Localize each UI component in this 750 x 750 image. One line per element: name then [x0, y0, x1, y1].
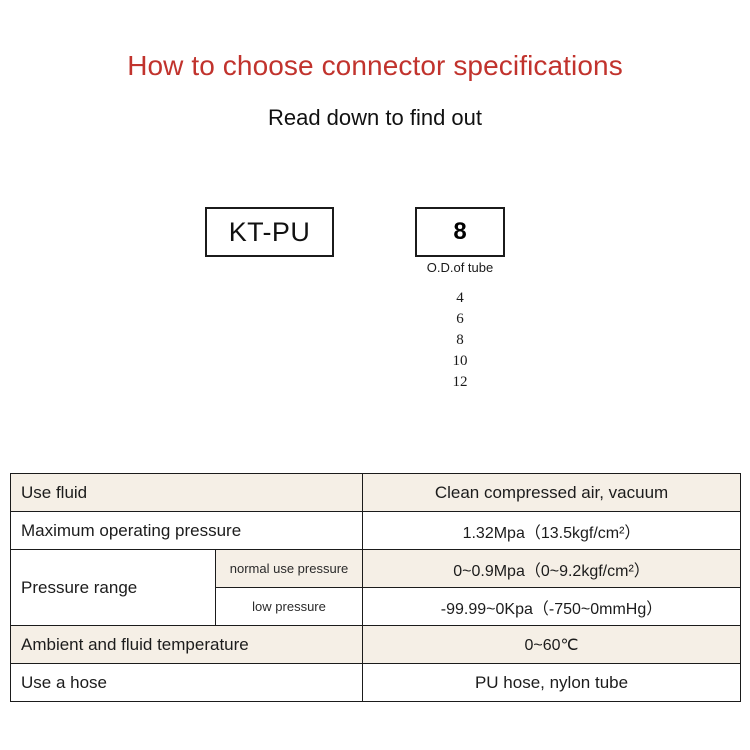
spec-label: Use a hose: [9, 663, 364, 702]
spec-value: Clean compressed air, vacuum: [362, 473, 742, 512]
table-row: Maximum operating pressure 1.32Mpa（13.5k…: [9, 511, 742, 550]
spec-sublabel: low pressure: [214, 587, 364, 626]
spec-label: Pressure range: [10, 549, 216, 626]
spec-value: 0~60℃: [362, 625, 742, 664]
table-row: low pressure -99.99~0Kpa（-750~0mmHg）: [11, 587, 742, 626]
table-row: Pressure range normal use pressure 0~0.9…: [10, 549, 742, 626]
spec-label: Maximum operating pressure: [9, 511, 364, 550]
table-row: Use fluid Clean compressed air, vacuum: [9, 473, 742, 512]
series-code-box: KT-PU: [205, 207, 334, 257]
spec-label: Use fluid: [9, 473, 364, 512]
spec-sublabel: normal use pressure: [214, 549, 364, 588]
table-row: Use a hose PU hose, nylon tube: [9, 663, 742, 702]
list-item: 8: [456, 332, 464, 348]
table-row: Ambient and fluid temperature 0~60℃: [9, 625, 742, 664]
page-title: How to choose connector specifications: [127, 50, 623, 81]
list-item: 4: [456, 290, 464, 306]
specification-table: Use fluid Clean compressed air, vacuum M…: [9, 473, 742, 702]
spec-label: Ambient and fluid temperature: [9, 625, 364, 664]
list-item: 12: [452, 374, 468, 390]
spec-value: -99.99~0Kpa（-750~0mmHg）: [362, 587, 742, 626]
page-subtitle: Read down to find out: [267, 105, 483, 130]
list-item: 10: [452, 353, 468, 369]
series-code-value: KT-PU: [228, 217, 311, 247]
tube-size-code-box: 8: [415, 207, 505, 257]
spec-value: 0~0.9Mpa（0~9.2kgf/cm²）: [362, 549, 742, 588]
tube-size-code-value: 8: [453, 218, 467, 245]
list-item: 6: [456, 311, 464, 327]
tube-size-caption: O.D.of tube: [426, 260, 494, 275]
spec-value: 1.32Mpa（13.5kgf/cm²）: [362, 511, 742, 550]
tube-size-option-list: 4 6 8 10 12: [400, 288, 520, 393]
part-number-builder: KT-PU 8 O.D.of tube 4 6 8 10 12: [205, 207, 520, 393]
spec-value: PU hose, nylon tube: [362, 663, 742, 702]
